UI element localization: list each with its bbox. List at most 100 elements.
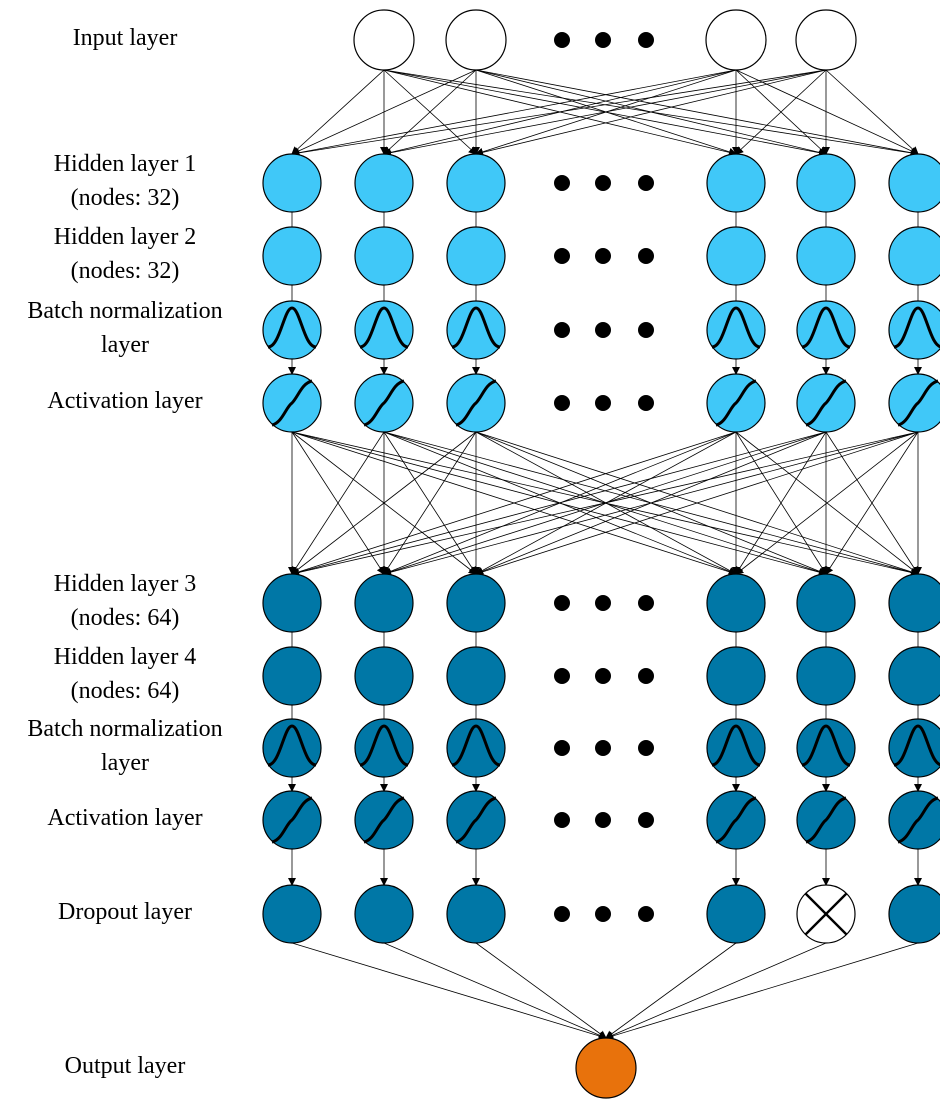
dropout-node: [446, 884, 506, 944]
connection-line: [735, 69, 827, 155]
sigmoid-curve-icon: [715, 379, 757, 427]
layer-label-line: layer: [101, 332, 149, 358]
activation2-node: [888, 790, 940, 850]
node-circle: [262, 884, 322, 944]
dropout-node: [706, 884, 766, 944]
connection-line: [383, 431, 477, 575]
node-circle: [353, 9, 415, 71]
bell-curve-icon: [267, 724, 317, 767]
node-circle: [446, 300, 506, 360]
input-node: [795, 9, 857, 71]
layer-label-hidden3: Hidden layer 3(nodes: 64): [0, 567, 250, 635]
sigmoid-curve-icon: [455, 379, 497, 427]
hidden3-node: [888, 573, 940, 633]
dropout-node: [354, 884, 414, 944]
layer-label-line: Output layer: [64, 1053, 186, 1079]
ellipsis-dot: [638, 395, 654, 411]
node-circle: [796, 718, 856, 778]
input-node: [705, 9, 767, 71]
hidden1-node: [796, 153, 856, 213]
ellipsis-dot: [554, 32, 570, 48]
layer-label-line: Activation layer: [47, 388, 203, 414]
ellipsis-dot: [638, 668, 654, 684]
node-circle: [796, 573, 856, 633]
ellipsis-dot: [595, 740, 611, 756]
nodes-group: [262, 9, 940, 1099]
connection-line: [383, 431, 919, 577]
hidden2-node: [262, 226, 322, 286]
layer-label-line: (nodes: 32): [70, 258, 180, 284]
connection-line: [291, 431, 477, 575]
bell-curve-icon: [359, 306, 409, 349]
ellipsis-dot: [638, 740, 654, 756]
ellipsis-dot: [638, 595, 654, 611]
ellipsis-dots-icon: [554, 906, 654, 922]
activation1-node: [888, 373, 940, 433]
sigmoid-curve-icon: [897, 379, 939, 427]
batchnorm1-node: [796, 300, 856, 360]
ellipsis-dot: [638, 175, 654, 191]
layer-label-hidden4: Hidden layer 4(nodes: 64): [0, 640, 250, 708]
ellipsis-dot: [554, 322, 570, 338]
dropout-node: [888, 884, 940, 944]
connection-line: [383, 69, 477, 155]
ellipsis-dot: [595, 668, 611, 684]
connection-line: [825, 431, 919, 575]
ellipsis-dot: [554, 248, 570, 264]
ellipsis-dots-icon: [554, 812, 654, 828]
batchnorm1-node: [446, 300, 506, 360]
ellipsis-dot: [595, 322, 611, 338]
sigmoid-curve-icon: [363, 796, 405, 844]
input-node: [445, 9, 507, 71]
layer-label-line: Input layer: [72, 25, 178, 51]
node-circle: [354, 153, 414, 213]
node-circle: [888, 300, 940, 360]
node-circle: [354, 884, 414, 944]
node-circle: [888, 573, 940, 633]
connection-line: [291, 431, 827, 577]
node-circle: [706, 884, 766, 944]
ellipsis-dot: [595, 175, 611, 191]
layer-label-line: (nodes: 32): [70, 185, 180, 211]
sigmoid-curve-icon: [897, 796, 939, 844]
ellipsis-dot: [554, 175, 570, 191]
ellipsis-dot: [554, 395, 570, 411]
node-circle: [888, 226, 940, 286]
activation1-node: [796, 373, 856, 433]
ellipsis-dot: [554, 668, 570, 684]
connections-group: [288, 69, 922, 1040]
layer-label-line: Batch normalization: [27, 716, 223, 742]
hidden3-node: [706, 573, 766, 633]
node-circle: [262, 300, 322, 360]
bell-curve-icon: [711, 724, 761, 767]
ellipsis-dots-icon: [554, 248, 654, 264]
ellipsis-dot: [638, 248, 654, 264]
node-circle: [706, 718, 766, 778]
connection-line: [735, 431, 827, 575]
hidden1-node: [262, 153, 322, 213]
ellipsis-dot: [554, 906, 570, 922]
layer-label-line: Dropout layer: [58, 899, 192, 925]
dropped-node: [796, 884, 856, 944]
connection-line: [605, 942, 919, 1040]
node-circle: [354, 300, 414, 360]
hidden2-node: [706, 226, 766, 286]
node-circle: [262, 646, 322, 706]
bell-curve-icon: [359, 724, 409, 767]
node-circle: [354, 646, 414, 706]
node-circle: [445, 9, 507, 71]
sigmoid-curve-icon: [271, 796, 313, 844]
node-circle: [796, 300, 856, 360]
activation2-node: [446, 790, 506, 850]
sigmoid-curve-icon: [805, 796, 847, 844]
layer-label-line: (nodes: 64): [70, 678, 180, 704]
connection-line: [291, 69, 477, 155]
ellipsis-dot: [554, 595, 570, 611]
ellipsis-dot: [595, 906, 611, 922]
node-circle: [706, 573, 766, 633]
connection-line: [735, 431, 919, 575]
bell-curve-icon: [893, 306, 940, 349]
layer-label-output: Output layer: [0, 1049, 250, 1083]
layer-label-line: Hidden layer 1: [53, 151, 197, 177]
